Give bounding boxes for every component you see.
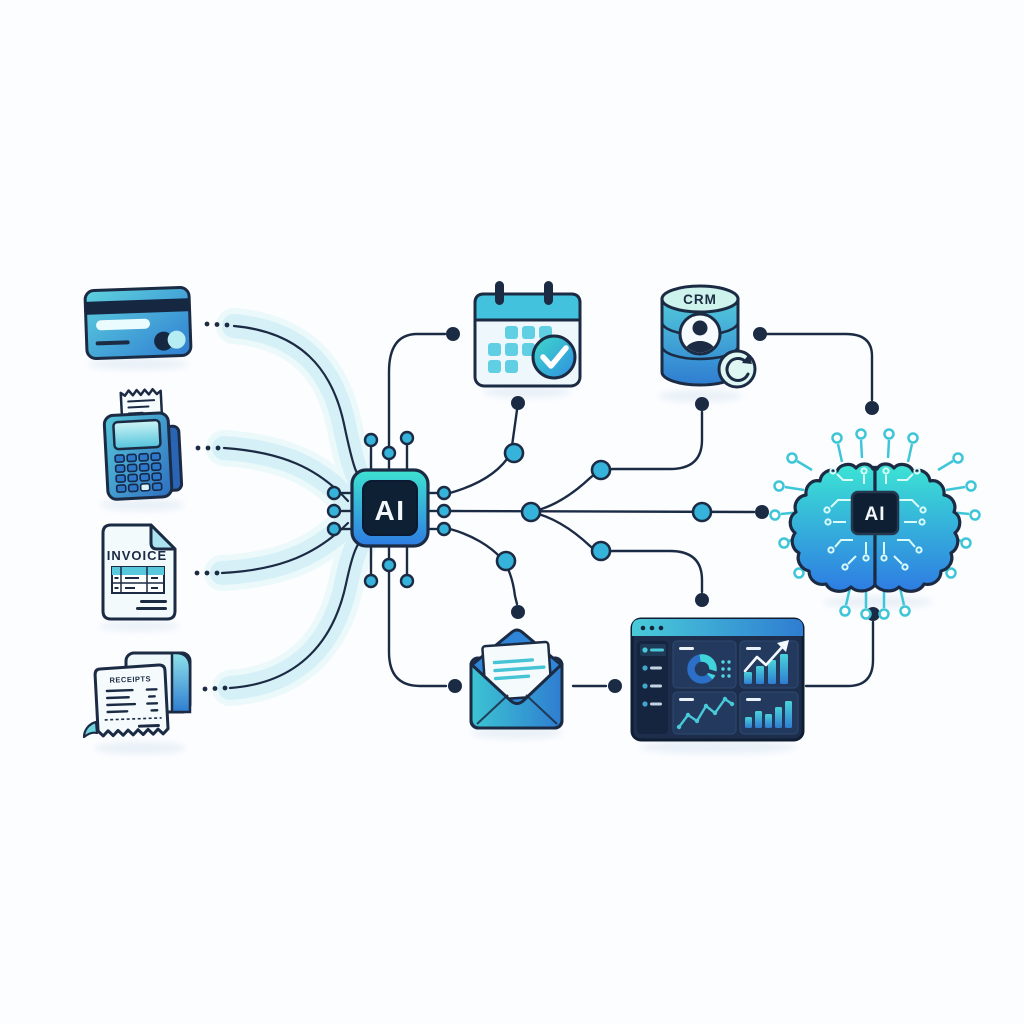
receipt-curl	[82, 720, 99, 739]
front-receipt: RECEIPTS	[93, 663, 170, 738]
analytics-dashboard-icon	[630, 617, 805, 742]
calendar-ring	[544, 281, 553, 305]
flow-ribbons	[194, 308, 390, 706]
check-badge	[531, 334, 577, 380]
invoice-title: INVOICE	[107, 548, 167, 563]
calendar-cells	[488, 326, 552, 373]
donut-chart-icon	[687, 654, 731, 684]
ai-brain-icon: AI	[769, 427, 982, 621]
trend-arrow-bar-chart-icon	[743, 640, 789, 684]
calendar-check-icon	[473, 281, 582, 388]
bar-chart-icon	[745, 701, 792, 728]
receipts-title: RECEIPTS	[109, 674, 151, 684]
connector-line	[529, 410, 704, 514]
envelope-front	[469, 662, 564, 730]
calendar-ring	[495, 281, 504, 305]
panel-titles	[679, 647, 761, 701]
ai-chip-icon: AI	[326, 430, 452, 589]
node-dots	[495, 442, 713, 572]
pos-terminal-icon	[102, 388, 184, 501]
credit-card-icon	[83, 286, 193, 360]
checkmark-icon	[540, 345, 569, 369]
sidebar-items	[640, 644, 666, 707]
connector-line	[387, 546, 448, 688]
ellipsis-dots	[194, 321, 230, 692]
ai-chip-label: AI	[375, 495, 406, 526]
brain-circuits	[823, 467, 870, 571]
invoice-table	[111, 566, 165, 594]
connector-line	[804, 620, 875, 688]
calendar-header	[473, 292, 582, 322]
connector-line	[764, 332, 874, 402]
invoice-icon: INVOICE	[101, 523, 177, 621]
card-number-band	[96, 318, 151, 331]
connector-line	[387, 332, 447, 470]
crm-label: CRM	[683, 292, 717, 307]
titlebar-dots	[640, 625, 664, 631]
receipts-icon: RECEIPTS	[82, 651, 192, 739]
dashboard-titlebar	[632, 619, 803, 636]
pos-screen	[112, 418, 162, 451]
card-logo-light	[167, 330, 186, 349]
brain-chip	[850, 490, 900, 536]
brain-chip-label: AI	[865, 504, 886, 525]
email-icon	[469, 628, 564, 730]
chip-pin-dots	[326, 430, 452, 589]
line-chart-icon	[676, 696, 735, 730]
brain-pins	[769, 428, 872, 620]
connector-line	[529, 510, 704, 594]
folded-corner	[149, 523, 177, 551]
magnetic-stripe	[84, 298, 192, 315]
pos-keypad	[114, 452, 163, 493]
soft-shadows	[88, 358, 933, 754]
letter	[481, 640, 553, 702]
crm-database-icon: CRM	[660, 284, 757, 389]
